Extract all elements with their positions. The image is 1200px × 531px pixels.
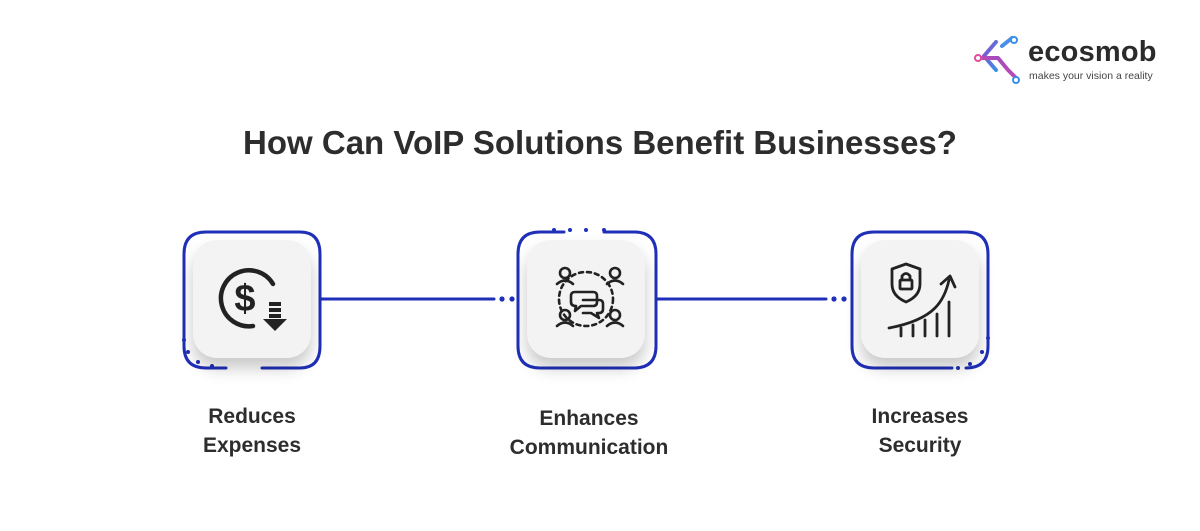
ecosmob-logo-icon	[974, 36, 1020, 84]
benefit-label-3-line2: Security	[878, 434, 962, 457]
connector-dot	[499, 296, 505, 302]
benefit-tile-2	[527, 240, 645, 358]
benefit-label-1: Reduces Expenses	[122, 402, 382, 460]
decor-dot	[196, 360, 200, 364]
decor-dot	[986, 336, 990, 340]
group-chat-icon	[555, 266, 625, 328]
decor-dot	[182, 338, 186, 342]
benefit-label-1-line2: Expenses	[202, 434, 302, 457]
benefit-label-3-line1: Increases	[871, 405, 969, 428]
benefit-label-1-line1: Reduces	[208, 405, 296, 428]
benefit-label-2: Enhances Communication	[459, 404, 719, 462]
decor-dot	[552, 228, 556, 232]
benefit-label-2-line2: Communication	[509, 436, 669, 459]
dollar-down-icon: $	[218, 268, 287, 331]
page-title: How Can VoIP Solutions Benefit Businesse…	[243, 124, 957, 161]
brand-tagline: makes your vision a reality	[1029, 70, 1153, 82]
connector-dot	[841, 296, 847, 302]
connector-dot	[831, 296, 837, 302]
decor-dot	[980, 350, 984, 354]
brand-name: ecosmob	[1028, 36, 1157, 68]
decor-dot	[968, 362, 972, 366]
benefit-tile-3	[861, 240, 979, 358]
decor-dot	[568, 228, 572, 232]
shield-growth-icon	[887, 262, 957, 338]
connector-dot	[509, 296, 515, 302]
brand-logo: ecosmob makes your vision a reality	[972, 34, 1182, 86]
benefit-label-2-line1: Enhances	[539, 407, 639, 430]
decor-dot	[602, 228, 606, 232]
decor-dot	[956, 366, 960, 370]
svg-text:$: $	[234, 278, 255, 320]
decor-dot	[186, 350, 190, 354]
decor-dot	[210, 364, 214, 368]
benefit-tile-1: $	[193, 240, 311, 358]
decor-dot	[584, 228, 588, 232]
benefit-label-3: Increases Security	[790, 402, 1050, 460]
